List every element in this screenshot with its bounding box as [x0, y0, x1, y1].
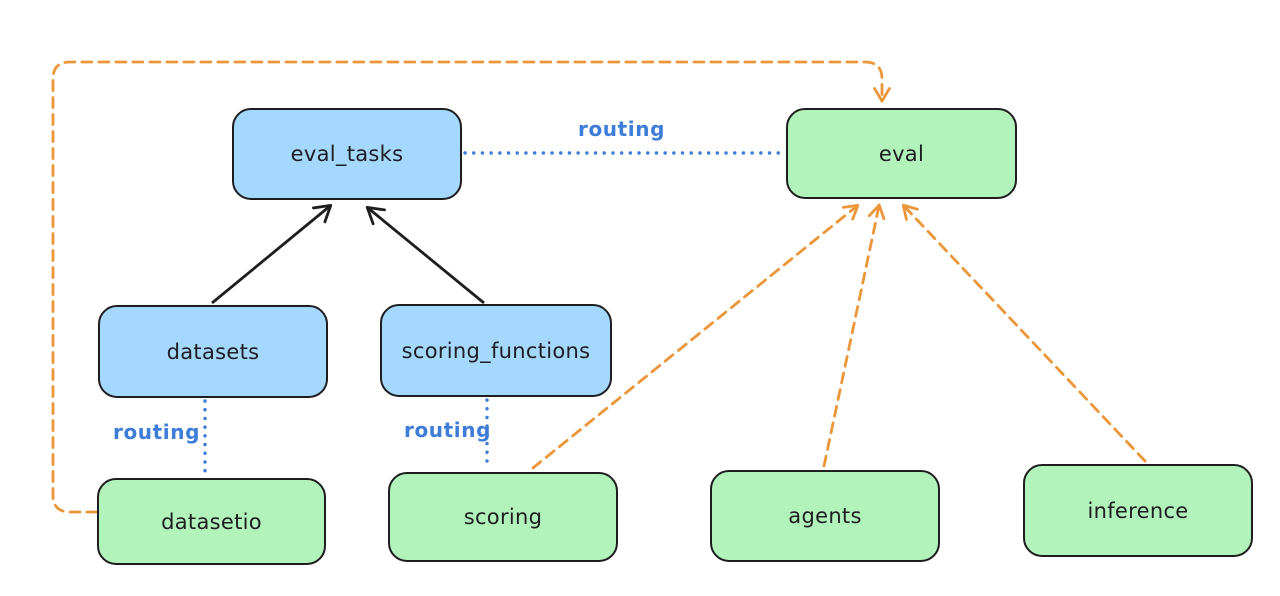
- edge-inference-to-eval: [901, 203, 1147, 463]
- node-scoring-functions: scoring_functions: [380, 304, 612, 397]
- edge-scoring-functions-to-eval-tasks: [365, 205, 485, 305]
- node-inference: inference: [1023, 464, 1253, 557]
- routing-label-eval-tasks-eval: routing: [578, 117, 666, 141]
- routing-label-datasets-datasetio: routing: [113, 420, 201, 444]
- edge-datasets-to-eval-tasks: [211, 203, 333, 305]
- node-scoring: scoring: [388, 472, 618, 562]
- edge-scoring-to-eval: [531, 203, 860, 470]
- routing-label-scoring-functions-scoring: routing: [404, 418, 492, 442]
- node-agents: agents: [710, 470, 940, 562]
- node-datasetio: datasetio: [97, 478, 326, 565]
- node-datasets: datasets: [98, 305, 328, 398]
- edge-agents-to-eval: [822, 203, 886, 468]
- edge-datasetio-to-eval: [51, 60, 891, 514]
- node-eval: eval: [786, 108, 1017, 199]
- node-eval-tasks: eval_tasks: [232, 108, 462, 200]
